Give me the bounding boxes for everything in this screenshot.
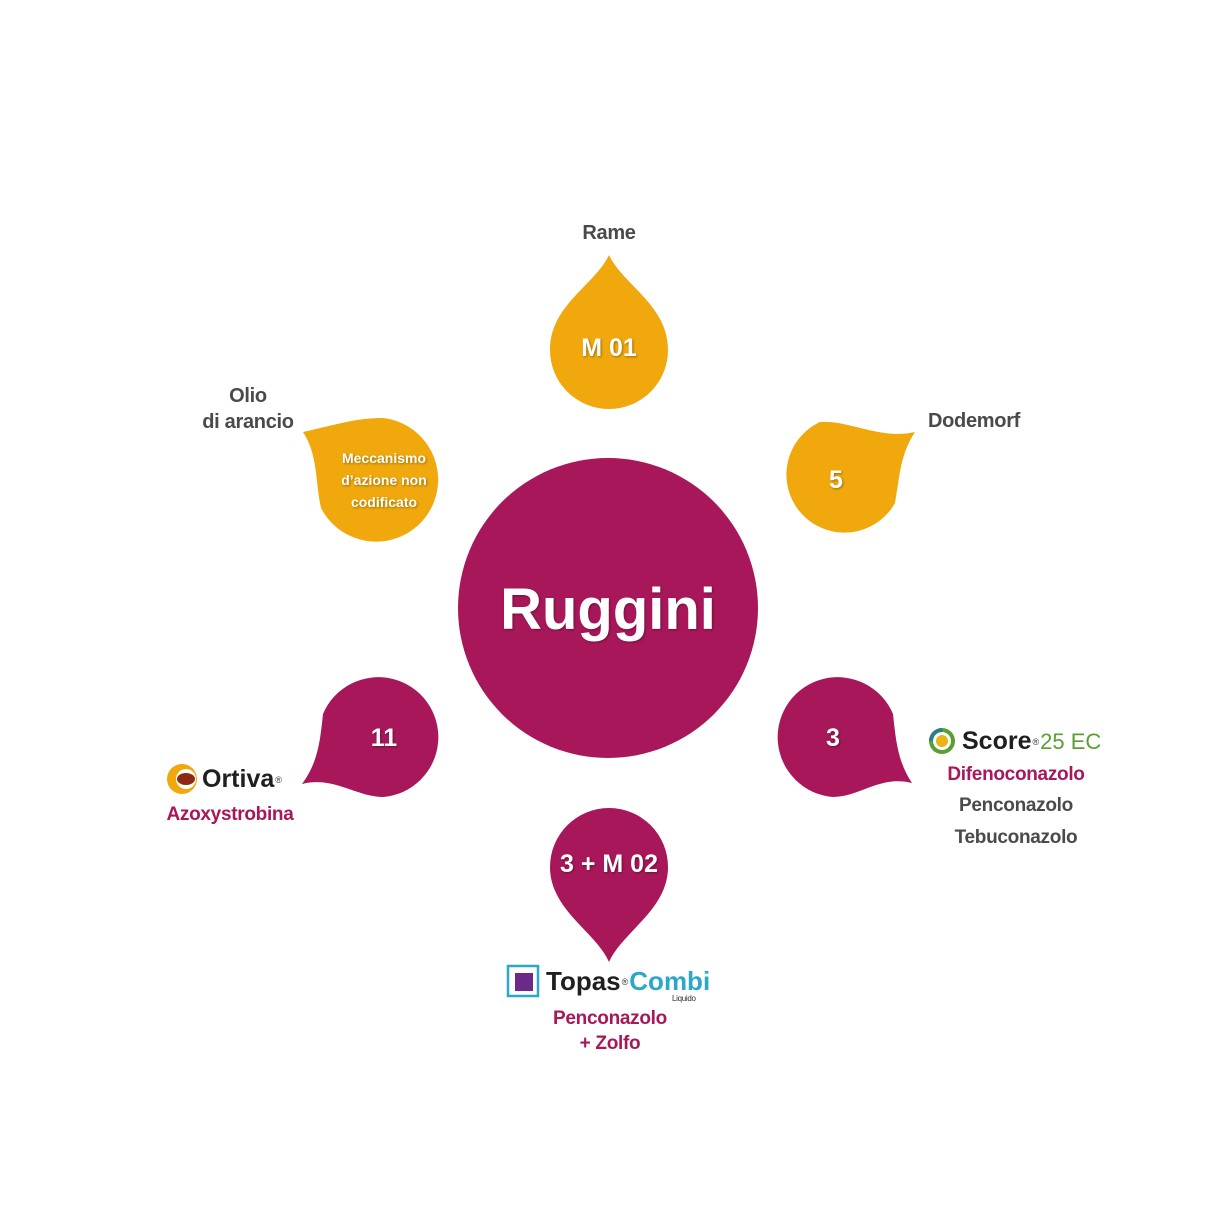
topas-active-2: + Zolfo <box>579 1033 641 1054</box>
topas-registered-mark: ® <box>621 976 629 987</box>
drop-lower-right-code: 3 <box>826 724 840 752</box>
drop-upper-left-code-2: d’azione non <box>341 472 427 488</box>
drop-top-label: Rame <box>582 222 636 244</box>
topas-active-1: Penconazolo <box>553 1008 667 1029</box>
ortiva-logo-icon <box>167 764 197 794</box>
drop-upper-left-label-1: Olio <box>229 385 267 407</box>
topas-brand-name: Topas <box>546 966 621 996</box>
drop-upper-left-code-3: codificato <box>350 494 418 510</box>
score-brand-suffix: 25 EC <box>1040 728 1102 754</box>
drop-upper-right-code: 5 <box>829 466 843 494</box>
ortiva-brand-name: Ortiva <box>202 765 275 793</box>
topas-brand-sub: Liquido <box>672 994 696 1003</box>
drop-upper-left-code-1: Meccanismo <box>341 450 427 466</box>
score-active-1: Difenoconazolo <box>947 764 1085 785</box>
drop-upper-left-label-2: di arancio <box>202 411 294 433</box>
drop-top-code: M 01 <box>581 334 637 362</box>
drop-upper-right-label: Dodemorf <box>928 410 1021 432</box>
drop-upper-left <box>303 418 439 542</box>
topas-logo-icon <box>506 964 540 998</box>
drop-bottom-code: 3 + M 02 <box>560 850 658 878</box>
drop-lower-right <box>777 677 912 797</box>
drop-top <box>550 255 668 409</box>
drop-lower-left-code: 11 <box>370 724 398 752</box>
ortiva-registered-mark: ® <box>275 774 282 785</box>
drop-bottom <box>550 808 668 962</box>
topas-brand: Topas®Combi <box>546 966 710 997</box>
ortiva-brand: Ortiva® <box>202 765 283 794</box>
score-brand-name: Score <box>962 727 1032 755</box>
drop-upper-right <box>786 421 915 533</box>
score-brand: Score®25 EC <box>962 727 1101 756</box>
score-active-3: Tebuconazolo <box>954 827 1078 848</box>
score-logo-icon <box>929 728 955 754</box>
score-active-2: Penconazolo <box>959 795 1073 816</box>
topas-brand-suffix: Combi <box>629 966 711 996</box>
center-label: Ruggini <box>500 577 716 642</box>
drop-lower-left <box>302 677 439 797</box>
ortiva-active-1: Azoxystrobina <box>166 804 294 825</box>
center-circle <box>458 458 758 758</box>
score-registered-mark: ® <box>1032 736 1040 747</box>
